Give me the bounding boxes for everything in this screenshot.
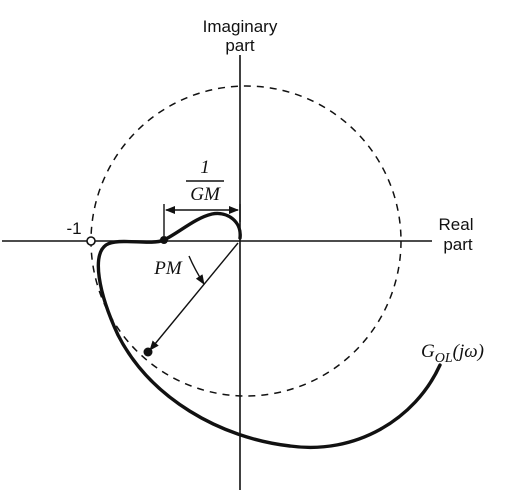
imaginary-axis-label-line1: Imaginary bbox=[203, 17, 278, 36]
minus-one-label: -1 bbox=[66, 219, 81, 238]
real-axis-label-line2: part bbox=[443, 235, 473, 254]
real-axis-label-line1: Real bbox=[439, 215, 474, 234]
nyquist-curve bbox=[96, 211, 442, 449]
curve-label: GOL(jω) bbox=[421, 341, 484, 366]
phase-margin-arc bbox=[188, 255, 205, 285]
gm-numerator: 1 bbox=[200, 157, 210, 178]
gm-denominator: GM bbox=[190, 184, 221, 205]
unit-radius-arrow bbox=[149, 242, 239, 351]
minus-one-point bbox=[86, 236, 96, 246]
curve-label-arg: (jω) bbox=[453, 341, 484, 362]
gain-margin-point bbox=[160, 236, 168, 244]
curve-label-main: G bbox=[421, 341, 435, 362]
imaginary-axis-label-line2: part bbox=[225, 36, 255, 55]
pm-label: PM bbox=[153, 258, 183, 279]
curve-label-sub: OL bbox=[435, 351, 453, 366]
